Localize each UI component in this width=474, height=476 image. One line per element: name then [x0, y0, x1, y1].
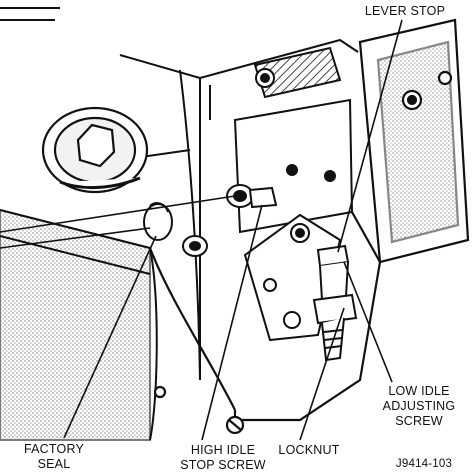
- high-idle-stop-screw: [226, 184, 278, 209]
- housing-outline: [0, 7, 359, 381]
- factory-seal: [143, 202, 173, 241]
- factory-seal-line-2: SEAL: [37, 457, 71, 471]
- high-idle-leader: [201, 204, 263, 441]
- pump-body: [148, 211, 382, 435]
- high-idle-line-1: HIGH IDLE: [190, 443, 256, 457]
- seal-leader-upper: [0, 195, 236, 233]
- lever-stop-text: LEVER STOP: [364, 4, 446, 18]
- locknut-text: LOCKNUT: [278, 443, 340, 457]
- high-idle-label: HIGH IDLE STOP SCREW: [170, 443, 276, 473]
- figure-id-text: J9414-103: [395, 458, 453, 470]
- locknut-label: LOCKNUT: [268, 443, 350, 458]
- low-idle-line-2: ADJUSTING: [382, 399, 456, 413]
- lever-stop-label: LEVER STOP: [350, 4, 460, 19]
- locknut-leader: [299, 307, 345, 441]
- low-idle-line-3: SCREW: [395, 414, 443, 428]
- lever-stop-leader: [337, 19, 403, 253]
- factory-seal-label: FACTORY SEAL: [6, 442, 102, 472]
- leader-lines: [0, 19, 403, 441]
- low-idle-leader: [343, 261, 393, 383]
- top-plate: [253, 46, 342, 99]
- seal-leader-lower: [0, 227, 151, 249]
- filler-cap: [41, 106, 149, 194]
- throttle-lever: [182, 213, 342, 342]
- mounting-plate: [233, 98, 354, 234]
- factory-seal-line-1: FACTORY: [24, 442, 84, 456]
- figure-id: J9414-103: [374, 457, 474, 472]
- factory-seal-leader: [63, 235, 157, 439]
- low-idle-adjusting-screw: [312, 244, 358, 362]
- governor-cover: [358, 18, 470, 264]
- high-idle-line-2: STOP SCREW: [180, 458, 266, 472]
- low-idle-line-1: LOW IDLE: [388, 384, 450, 398]
- low-idle-label: LOW IDLE ADJUSTING SCREW: [364, 384, 474, 429]
